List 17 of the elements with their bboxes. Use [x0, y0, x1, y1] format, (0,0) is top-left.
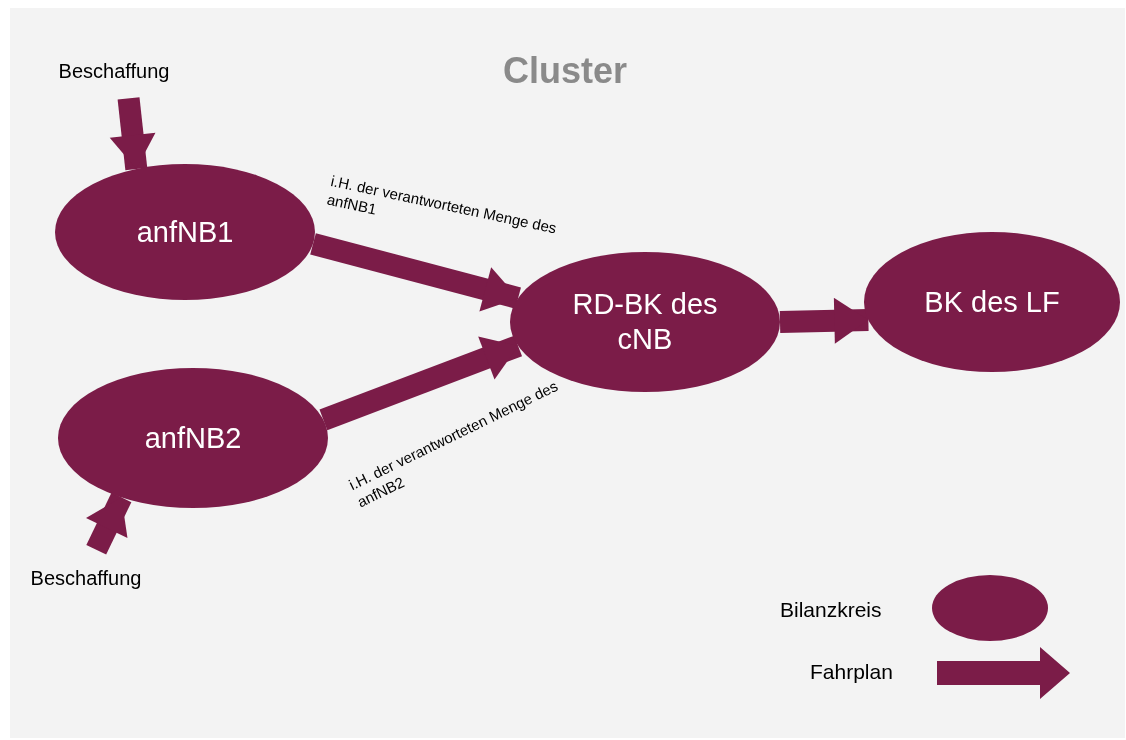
source-label: Beschaffung [10, 563, 162, 593]
block-arrow [109, 97, 156, 171]
node-label: RD-BK des cNB [571, 287, 719, 357]
node-label: anfNB2 [144, 420, 242, 456]
block-arrow [319, 335, 523, 431]
balance-group-ellipse [58, 368, 328, 508]
node-label: anfNB1 [136, 214, 234, 250]
legend-label: Fahrplan [810, 660, 893, 684]
diagram-title: Cluster [502, 50, 628, 92]
node-label: BK des LF [924, 284, 1060, 320]
block-arrow [310, 233, 521, 312]
block-arrow [86, 492, 132, 555]
balance-group-ellipse [864, 232, 1120, 372]
block-arrow [779, 297, 869, 344]
source-label: Beschaffung [38, 56, 190, 86]
legend-label: Bilanzkreis [780, 598, 882, 622]
balance-group-ellipse [55, 164, 315, 300]
